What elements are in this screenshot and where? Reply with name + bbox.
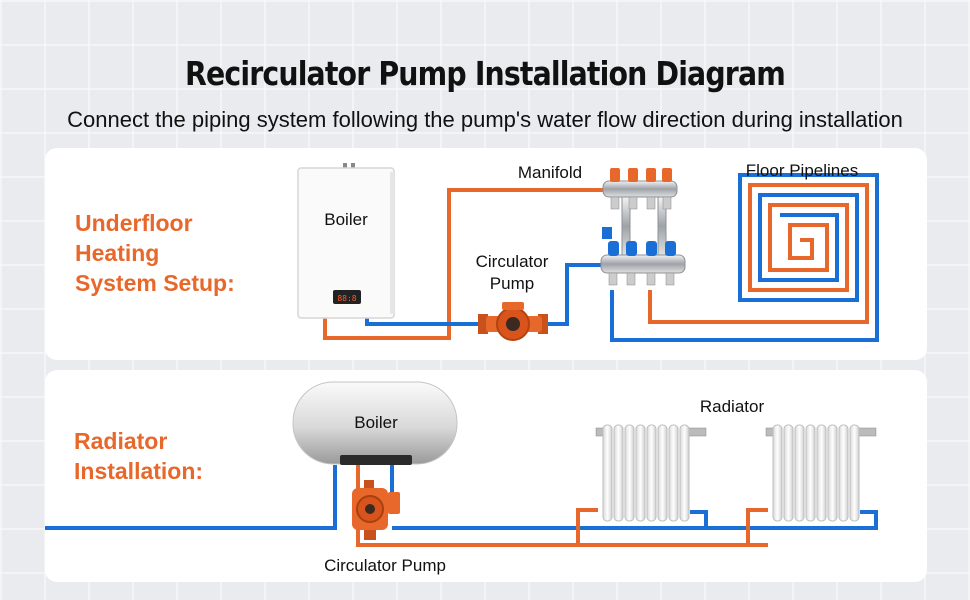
manifold-orange-out-pipe — [648, 183, 869, 324]
bottom-circulator-pump-label: Circulator Pump — [324, 556, 446, 575]
tank-boiler-label: Boiler — [354, 413, 398, 432]
page-title: Recirculator Pump Installation Diagram — [185, 54, 786, 93]
manifold-blue-out-pipe — [610, 173, 879, 342]
hot-supply-pipe — [323, 188, 605, 340]
page-subtitle: Connect the piping system following the … — [67, 107, 903, 132]
manifold — [600, 168, 686, 286]
tank-boiler — [292, 381, 458, 465]
circulator-pump-2 — [352, 480, 400, 540]
radiator-1 — [595, 424, 707, 522]
manifold-label: Manifold — [517, 163, 583, 182]
pump-to-manifold-pipe — [543, 263, 607, 326]
return-line-pipe — [392, 510, 708, 530]
wall-boiler: 88:8 — [297, 163, 395, 319]
underfloor-section-label: Underfloor Heating System Setup: — [75, 210, 235, 296]
cold-return-pipe — [365, 317, 483, 326]
underfloor-pipes — [323, 173, 879, 342]
boiler-label: Boiler — [324, 210, 368, 229]
radiator-2 — [765, 424, 877, 522]
radiator-section-label: Radiator Installation: — [74, 428, 204, 484]
hot-feed-pipe-2 — [578, 508, 768, 547]
boiler-display — [333, 290, 361, 304]
boiler-display-text: 88:8 — [337, 294, 356, 303]
return-line-pipe-2 — [706, 510, 878, 530]
floor-pipelines-label: Floor Pipelines — [745, 161, 859, 180]
main-inlet-pipe — [45, 465, 337, 530]
radiator-label: Radiator — [699, 397, 765, 416]
circulator-pump-1 — [478, 302, 548, 341]
circulator-pump-label: Circulator Pump — [475, 252, 549, 293]
